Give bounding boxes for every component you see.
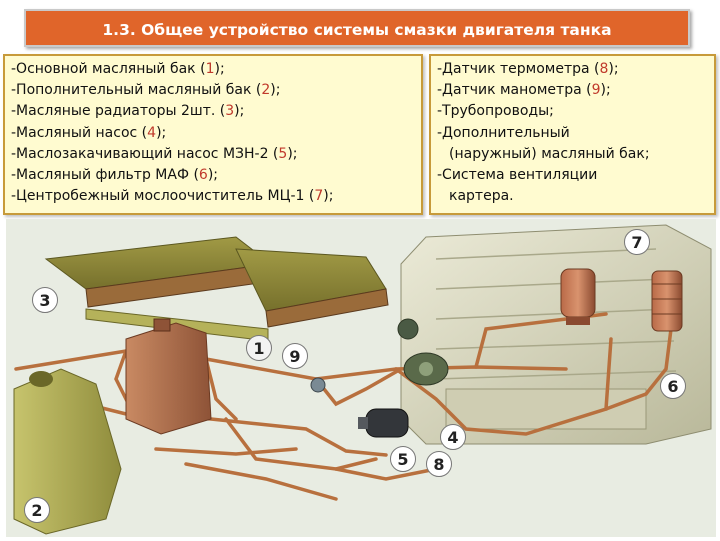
component-item-continuation: картера. — [449, 188, 514, 205]
pressure-gauge-sensor — [310, 377, 326, 393]
component-item: -Датчик термометра (8); — [437, 61, 619, 77]
oil-pumping-pump-mzn2 — [358, 408, 409, 438]
callout-8: 8 — [426, 451, 452, 477]
components-list-right: -Датчик термометра (8); -Датчик манометр… — [429, 54, 716, 215]
oil-filter — [651, 270, 683, 332]
oil-radiators — [44, 236, 389, 342]
callout-1: 1 — [246, 335, 272, 361]
oil-pump — [403, 352, 449, 386]
callout-9: 9 — [282, 343, 308, 369]
diagram-illustration — [13, 224, 712, 535]
lubrication-system-diagram: 7 3 1 9 6 4 5 8 2 — [6, 219, 716, 537]
component-item: -Маслозакачивающий насос МЗН-2 (5); — [11, 145, 298, 162]
slide-title: 1.3. Общее устройство системы смазки дви… — [24, 9, 690, 47]
additional-oil-tank — [13, 368, 122, 535]
component-item: -Пополнительный масляный бак (2); — [11, 82, 281, 99]
component-item: -Трубопроводы; — [437, 103, 554, 120]
component-item: -Масляный фильтр МАФ (6); — [11, 167, 219, 184]
callout-5: 5 — [390, 446, 416, 472]
main-oil-tank — [125, 318, 212, 435]
callout-2: 2 — [24, 497, 50, 523]
components-list-left: -Основной масляный бак (1); -Пополнитель… — [3, 54, 423, 215]
callout-4: 4 — [440, 424, 466, 450]
component-item-continuation: (наружный) масляный бак; — [449, 145, 650, 162]
component-item: -Система вентиляции — [437, 167, 598, 184]
component-item: -Датчик манометра (9); — [437, 82, 611, 99]
centrifugal-oil-cleaner — [560, 268, 596, 325]
callout-3: 3 — [32, 287, 58, 313]
breather-unit — [397, 318, 419, 340]
component-item: -Масляный насос (4); — [11, 124, 167, 141]
component-item: -Центробежный мослоочиститель МЦ-1 (7); — [11, 188, 334, 205]
engine-block — [400, 224, 712, 445]
component-item: -Масляные радиаторы 2шт. (3); — [11, 103, 245, 120]
callout-7: 7 — [624, 229, 650, 255]
callout-6: 6 — [660, 373, 686, 399]
component-item: -Дополнительный — [437, 124, 570, 141]
component-item: -Основной масляный бак (1); — [11, 61, 225, 77]
